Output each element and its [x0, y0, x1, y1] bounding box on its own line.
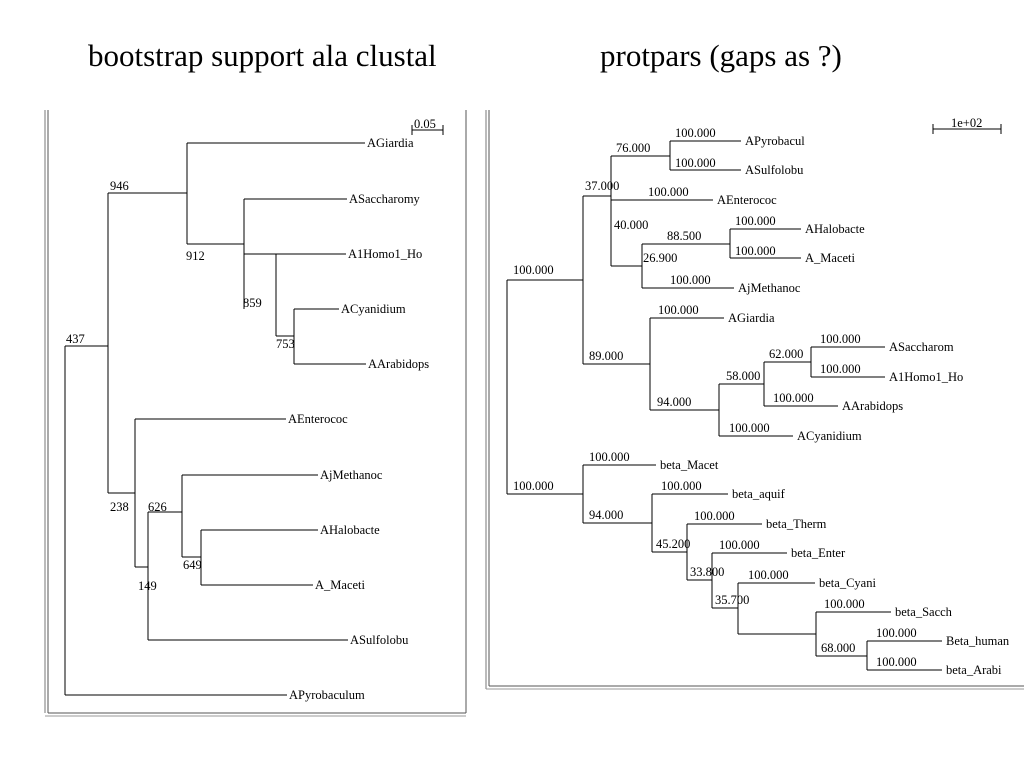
- left-leaf-label: A1Homo1_Ho: [348, 247, 422, 261]
- right-leaf-label: beta_Arabi: [946, 663, 1002, 677]
- left-support-label: 649: [183, 558, 202, 572]
- right-leaf-label: beta_Macet: [660, 458, 719, 472]
- left-support-label: 149: [138, 579, 157, 593]
- right-support-label: 100.000: [729, 421, 770, 435]
- right-support-label: 88.500: [667, 229, 701, 243]
- left-leaf-label: A_Maceti: [315, 578, 366, 592]
- right-leaf-label: beta_Enter: [791, 546, 846, 560]
- right-support-label: 100.000: [661, 479, 702, 493]
- left-leaf-label: ASaccharomy: [349, 192, 421, 206]
- right-leaf-label: APyrobacul: [745, 134, 805, 148]
- right-support-label: 45.200: [656, 537, 690, 551]
- right-support-label: 100.000: [773, 391, 814, 405]
- right-support-label: 62.000: [769, 347, 803, 361]
- right-leaf-label: ASulfolobu: [745, 163, 804, 177]
- left-leaf-label: AHalobacte: [320, 523, 380, 537]
- right-support-label: 35.700: [715, 593, 749, 607]
- left-tree-title: bootstrap support ala clustal: [88, 38, 437, 73]
- right-leaf-label: ACyanidium: [797, 429, 862, 443]
- right-support-label: 100.000: [824, 597, 865, 611]
- right-leaf-label: A_Maceti: [805, 251, 856, 265]
- right-support-label: 100.000: [513, 263, 554, 277]
- right-tree-title: protpars (gaps as ?): [600, 38, 842, 73]
- right-support-label: 100.000: [748, 568, 789, 582]
- left-support-label: 238: [110, 500, 129, 514]
- right-support-label: 100.000: [876, 626, 917, 640]
- left-leaf-label: ASulfolobu: [350, 633, 409, 647]
- left-leaf-label: AjMethanoc: [320, 468, 383, 482]
- right-support-label: 100.000: [694, 509, 735, 523]
- right-leaf-label: AHalobacte: [805, 222, 865, 236]
- right-support-label: 76.000: [616, 141, 650, 155]
- left-leaf-label: AArabidops: [368, 357, 429, 371]
- right-leaf-label: AGiardia: [728, 311, 775, 325]
- right-support-label: 100.000: [820, 362, 861, 376]
- right-support-label: 100.000: [589, 450, 630, 464]
- right-support-label: 26.900: [643, 251, 677, 265]
- right-support-label: 40.000: [614, 218, 648, 232]
- right-support-label: 100.000: [648, 185, 689, 199]
- right-leaf-label: AArabidops: [842, 399, 903, 413]
- left-leaf-label: AGiardia: [367, 136, 414, 150]
- left-leaf-label: ACyanidium: [341, 302, 406, 316]
- left-leaf-label: APyrobaculum: [289, 688, 365, 702]
- right-support-label: 100.000: [675, 156, 716, 170]
- right-support-label: 58.000: [726, 369, 760, 383]
- right-support-label: 100.000: [876, 655, 917, 669]
- right-support-label: 94.000: [589, 508, 623, 522]
- left-support-label: 626: [148, 500, 167, 514]
- right-support-label: 100.000: [719, 538, 760, 552]
- right-support-label: 100.000: [658, 303, 699, 317]
- right-leaf-label: AjMethanoc: [738, 281, 801, 295]
- right-scale-label: 1e+02: [951, 116, 982, 130]
- left-support-label: 946: [110, 179, 129, 193]
- right-support-label: 100.000: [513, 479, 554, 493]
- right-support-label: 33.800: [690, 565, 724, 579]
- right-leaf-label: beta_Therm: [766, 517, 827, 531]
- right-support-label: 100.000: [820, 332, 861, 346]
- right-leaf-label: ASaccharom: [889, 340, 954, 354]
- right-support-label: 37.000: [585, 179, 619, 193]
- right-support-label: 100.000: [675, 126, 716, 140]
- left-leaf-label: AEnterococ: [288, 412, 348, 426]
- right-support-label: 68.000: [821, 641, 855, 655]
- left-support-label: 859: [243, 296, 262, 310]
- right-support-label: 100.000: [735, 244, 776, 258]
- right-support-label: 100.000: [670, 273, 711, 287]
- right-leaf-label: A1Homo1_Ho: [889, 370, 963, 384]
- right-leaf-label: beta_Cyani: [819, 576, 876, 590]
- right-leaf-label: AEnterococ: [717, 193, 777, 207]
- left-support-label: 753: [276, 337, 295, 351]
- right-leaf-label: beta_aquif: [732, 487, 786, 501]
- left-scale-label: 0.05: [414, 117, 436, 131]
- right-leaf-label: beta_Sacch: [895, 605, 953, 619]
- right-support-label: 89.000: [589, 349, 623, 363]
- right-support-label: 100.000: [735, 214, 776, 228]
- left-support-label: 437: [66, 332, 85, 346]
- left-support-label: 912: [186, 249, 205, 263]
- right-leaf-label: Beta_human: [946, 634, 1010, 648]
- right-support-label: 94.000: [657, 395, 691, 409]
